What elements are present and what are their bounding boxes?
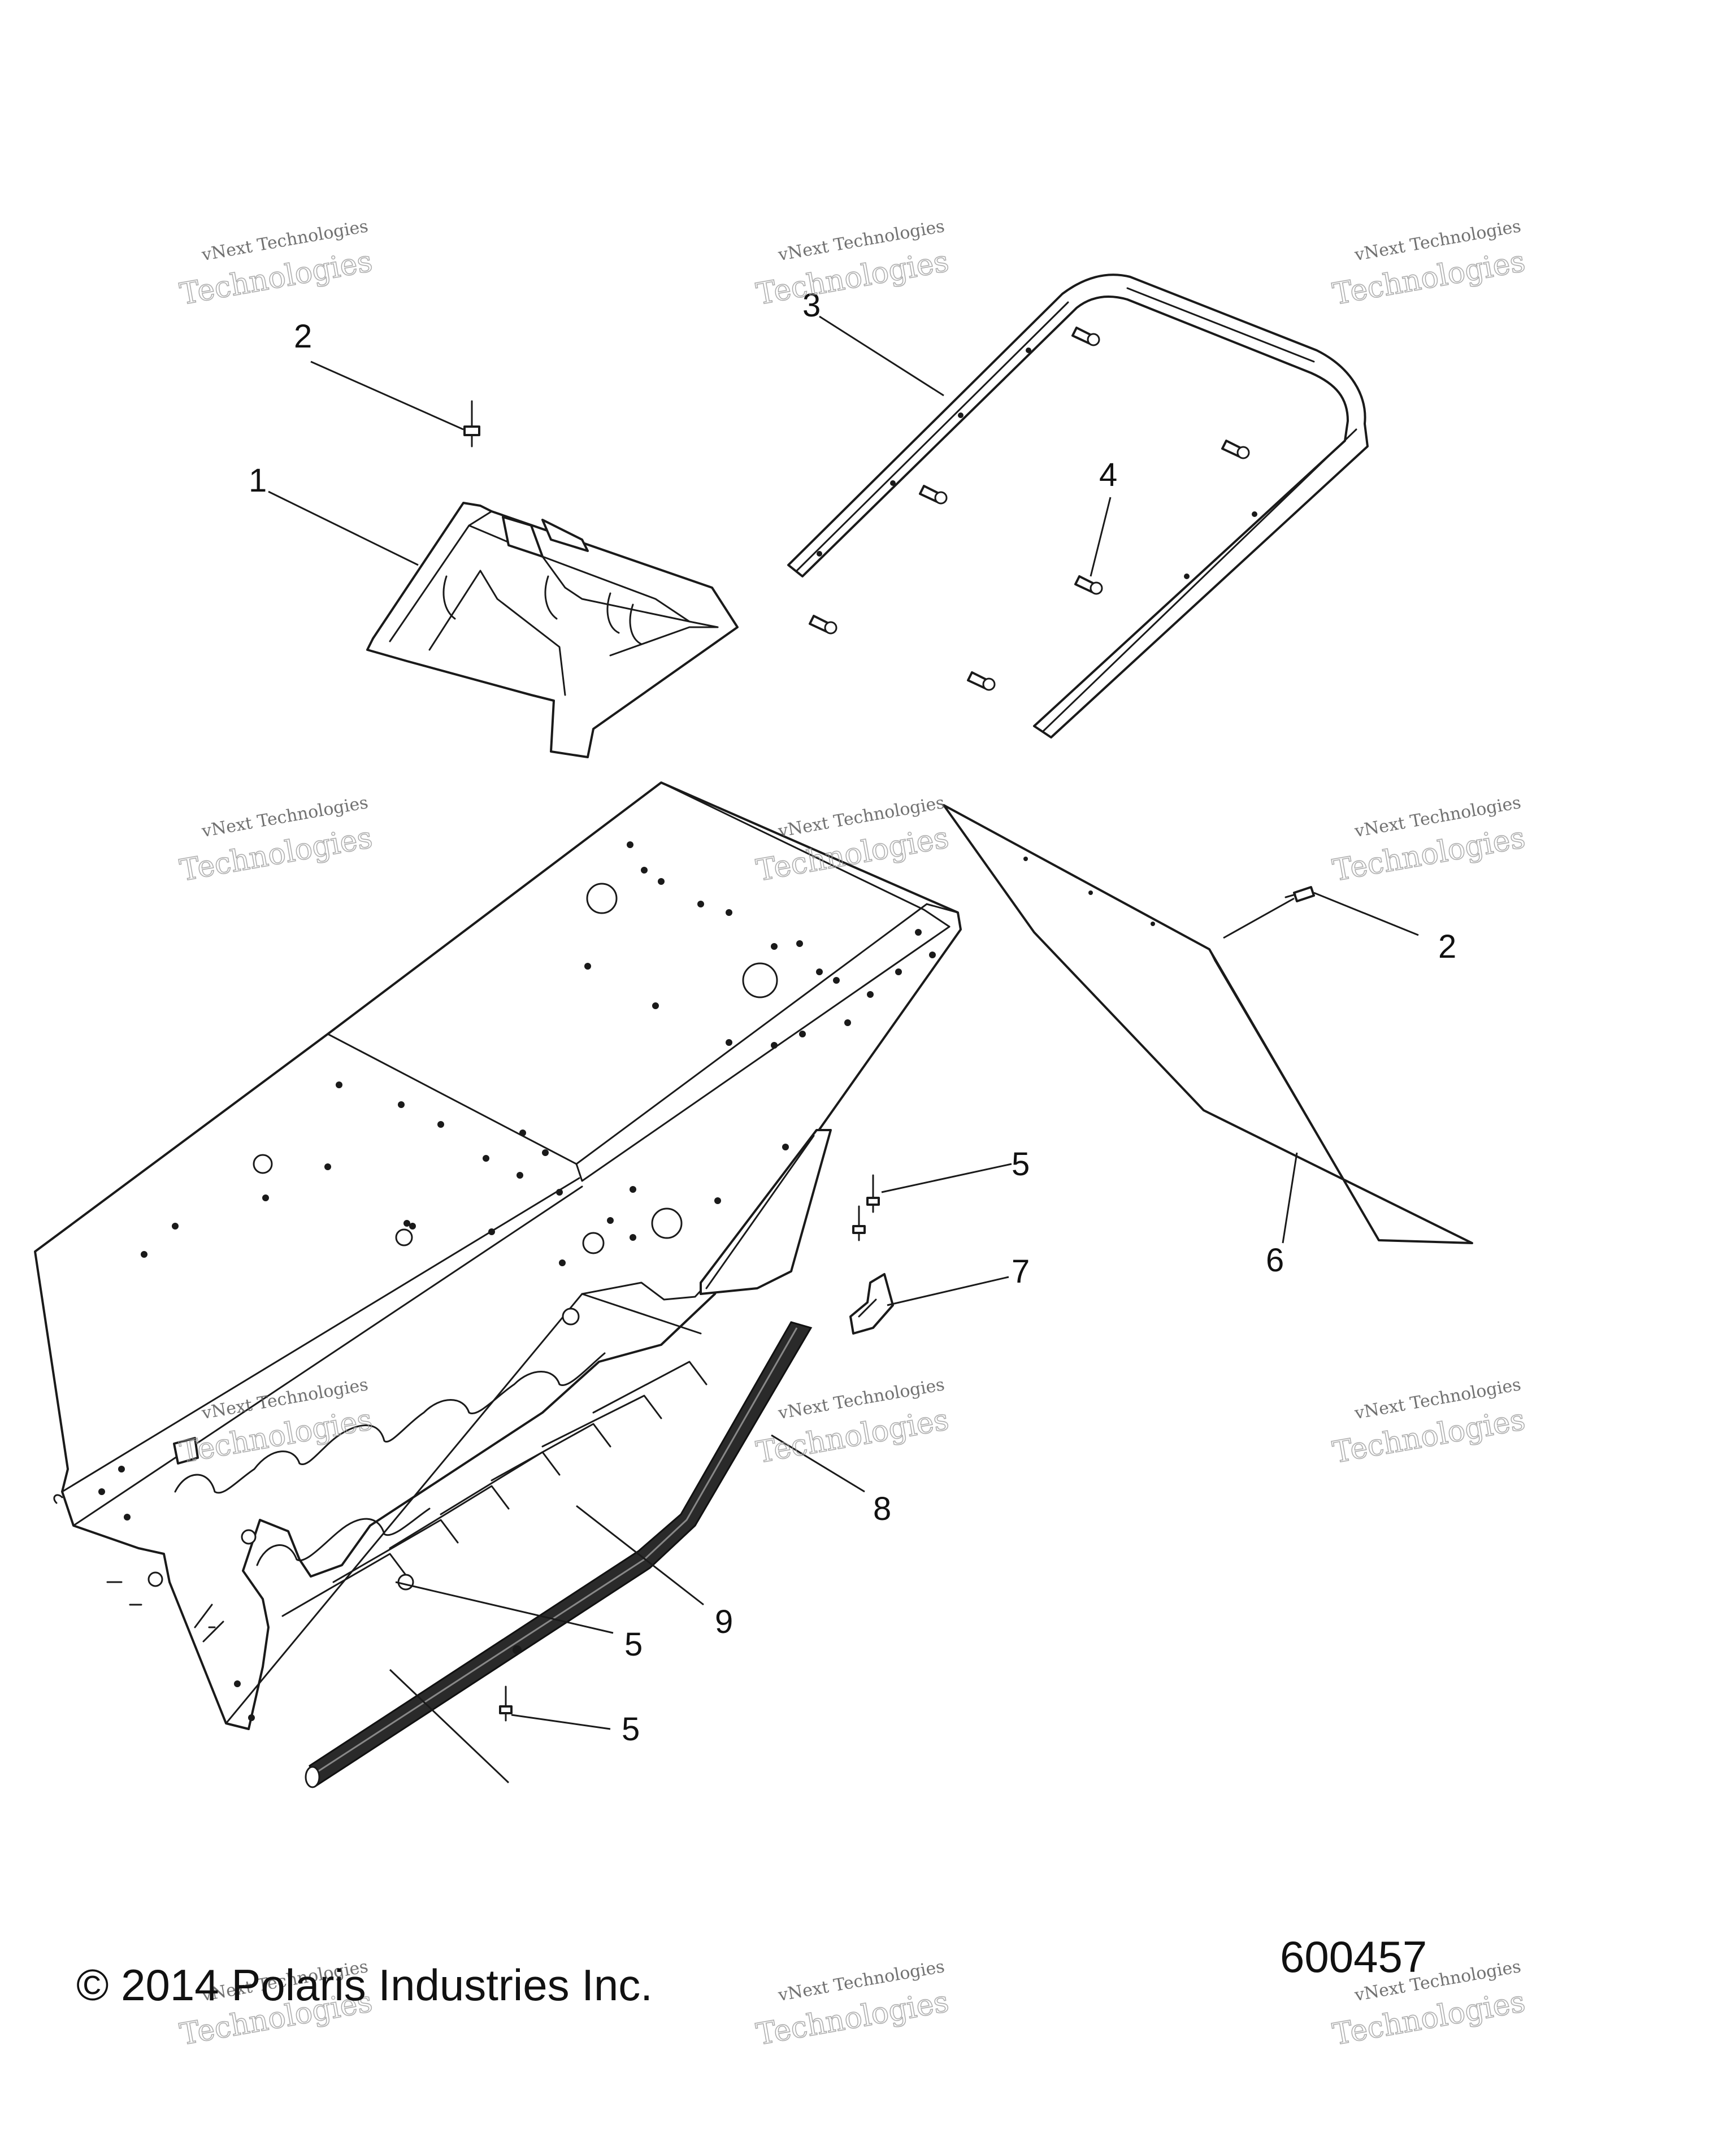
part-8-wear-strip <box>305 1321 813 1788</box>
callout-3: 3 <box>802 287 821 324</box>
callout-labels: 1 2 3 4 2 5 6 7 8 9 5 5 <box>249 287 1456 1748</box>
part-6-snowflap <box>943 804 1473 1244</box>
part-4-bolts <box>809 327 1250 691</box>
tunnel-tongues <box>281 1361 708 1617</box>
part-2-rivet-top <box>463 400 480 448</box>
tunnel-assembly <box>34 781 962 1730</box>
diagram-number: 600457 <box>1280 1932 1427 1982</box>
callout-5-bottom: 5 <box>622 1711 640 1748</box>
callout-2-right: 2 <box>1438 928 1456 965</box>
callout-2-top: 2 <box>294 318 312 355</box>
copyright-notice: © 2014 Polaris Industries Inc. <box>76 1960 653 2010</box>
part-7-pin <box>849 1273 894 1335</box>
callout-5-top: 5 <box>1012 1146 1030 1183</box>
callout-9: 9 <box>715 1604 733 1640</box>
callout-7: 7 <box>1012 1253 1030 1290</box>
callout-8: 8 <box>873 1491 891 1527</box>
part-1-rear-bumper <box>366 502 739 758</box>
callout-1: 1 <box>249 462 267 499</box>
part-3-grab-bar <box>787 273 1369 738</box>
part-2-rivet-right <box>1284 886 1315 902</box>
callout-4: 4 <box>1099 457 1117 493</box>
leader-lines <box>268 315 1419 1784</box>
tunnel-holes <box>98 841 936 1721</box>
callout-6: 6 <box>1266 1242 1284 1279</box>
callout-5-middle: 5 <box>624 1626 643 1663</box>
